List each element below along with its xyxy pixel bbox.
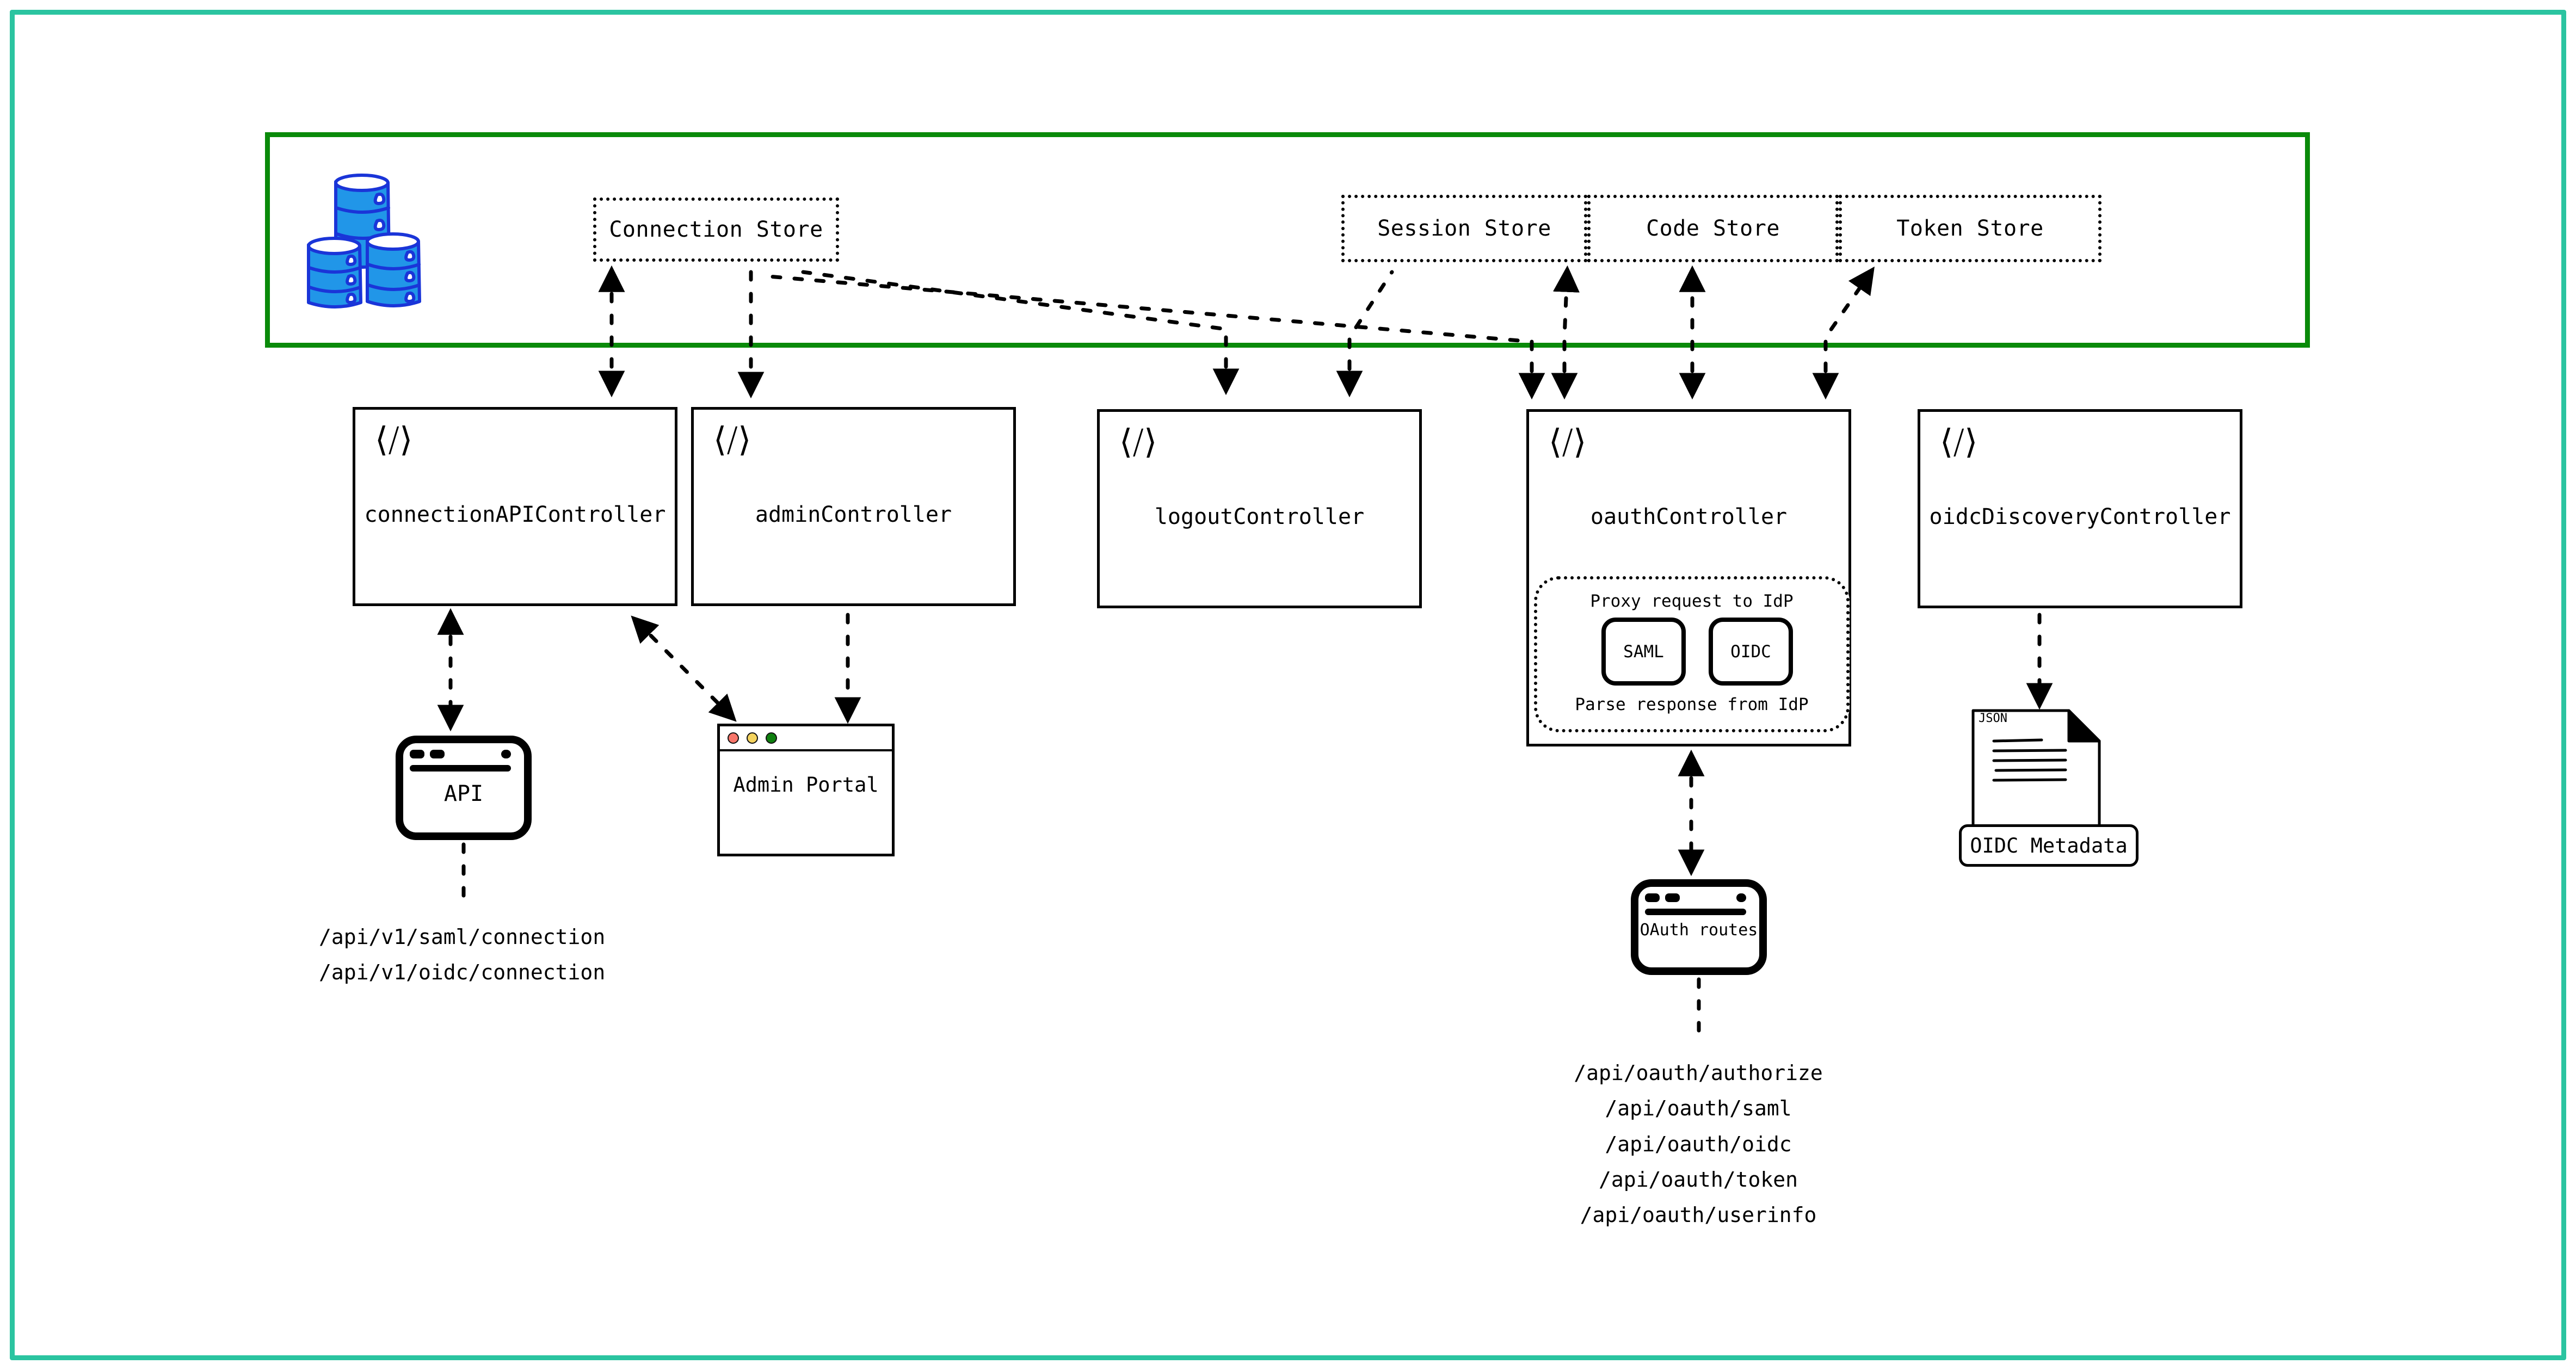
oauth-routes-path-list: /api/oauth/authorize /api/oauth/saml /ap… [1481,1056,1916,1233]
minimize-dot-icon [747,732,758,744]
admin-portal-label: Admin Portal [733,773,879,797]
idp-proxy-group: Proxy request to IdP SAML OIDC Parse res… [1534,576,1850,732]
window-control-right-icon [1736,893,1746,902]
store-label-code: Code Store [1646,216,1780,241]
maximize-dot-icon [766,732,777,744]
idp-protocol-saml[interactable]: SAML [1601,618,1686,686]
path-item: /api/oauth/oidc [1605,1132,1792,1156]
code-icon: ⟨/⟩ [1940,422,1978,461]
json-type-label: JSON [1979,712,2007,725]
code-icon: ⟨/⟩ [1549,422,1587,461]
api-node[interactable]: API [396,736,532,840]
path-item: /api/oauth/saml [1605,1096,1792,1121]
connection-api-path-list: /api/v1/saml/connection /api/v1/oidc/con… [319,919,605,991]
oidc-metadata-document[interactable]: JSON [1970,707,2111,843]
code-icon: ⟨/⟩ [375,419,413,459]
oidc-metadata-label: OIDC Metadata [1970,834,2128,857]
store-box-connection[interactable]: Connection Store [593,198,839,262]
idp-proxy-request-label: Proxy request to IdP [1590,591,1794,611]
oauth-routes-label: OAuth routes [1640,921,1758,940]
window-control-right-icon [501,750,511,758]
controller-box-connection-api[interactable]: ⟨/⟩ connectionAPIController [353,407,677,606]
store-box-token[interactable]: Token Store [1839,195,2102,262]
path-item: /api/v1/oidc/connection [319,960,606,985]
controller-box-logout[interactable]: ⟨/⟩ logoutController [1097,409,1422,608]
controller-label-oidc-discovery: oidcDiscoveryController [1929,504,2231,529]
admin-portal-node[interactable]: Admin Portal [717,724,895,856]
database-stack-icon [307,174,421,308]
api-node-label: API [443,781,484,806]
window-control-left-icon [1645,893,1660,902]
idp-protocol-oidc[interactable]: OIDC [1709,618,1793,686]
window-control-left-icon [410,750,424,758]
store-label-session: Session Store [1377,216,1551,241]
window-divider [1645,909,1746,915]
store-box-code[interactable]: Code Store [1587,195,1839,262]
close-dot-icon [728,732,739,744]
link-connection-api-to-admin-portal [631,615,737,722]
json-document-icon [1971,709,2101,842]
code-icon: ⟨/⟩ [1119,422,1157,461]
code-icon: ⟨/⟩ [713,419,751,459]
window-control-mid-icon [430,750,445,758]
window-divider [410,765,511,772]
idp-protocol-oidc-label: OIDC [1730,641,1771,662]
controller-box-oidc-discovery[interactable]: ⟨/⟩ oidcDiscoveryController [1918,409,2242,608]
oauth-routes-node[interactable]: OAuth routes [1631,879,1767,975]
store-box-session[interactable]: Session Store [1341,195,1587,262]
store-label-token: Token Store [1896,216,2044,241]
controller-box-admin[interactable]: ⟨/⟩ adminController [691,407,1016,606]
path-item: /api/v1/saml/connection [319,925,606,949]
idp-parse-response-label: Parse response from IdP [1575,695,1809,714]
oidc-metadata-label-pill[interactable]: OIDC Metadata [1959,824,2139,867]
controller-label-admin: adminController [755,502,952,527]
path-item: /api/oauth/authorize [1574,1061,1823,1085]
store-label-connection: Connection Store [609,217,823,242]
admin-portal-titlebar [720,726,892,751]
path-item: /api/oauth/userinfo [1580,1203,1817,1227]
controller-label-logout: logoutController [1154,504,1365,529]
controller-label-oauth: oauthController [1590,504,1788,529]
path-item: /api/oauth/token [1598,1168,1798,1192]
idp-protocol-saml-label: SAML [1623,641,1664,662]
window-control-mid-icon [1665,893,1680,902]
controller-label-connection-api: connectionAPIController [364,502,666,527]
